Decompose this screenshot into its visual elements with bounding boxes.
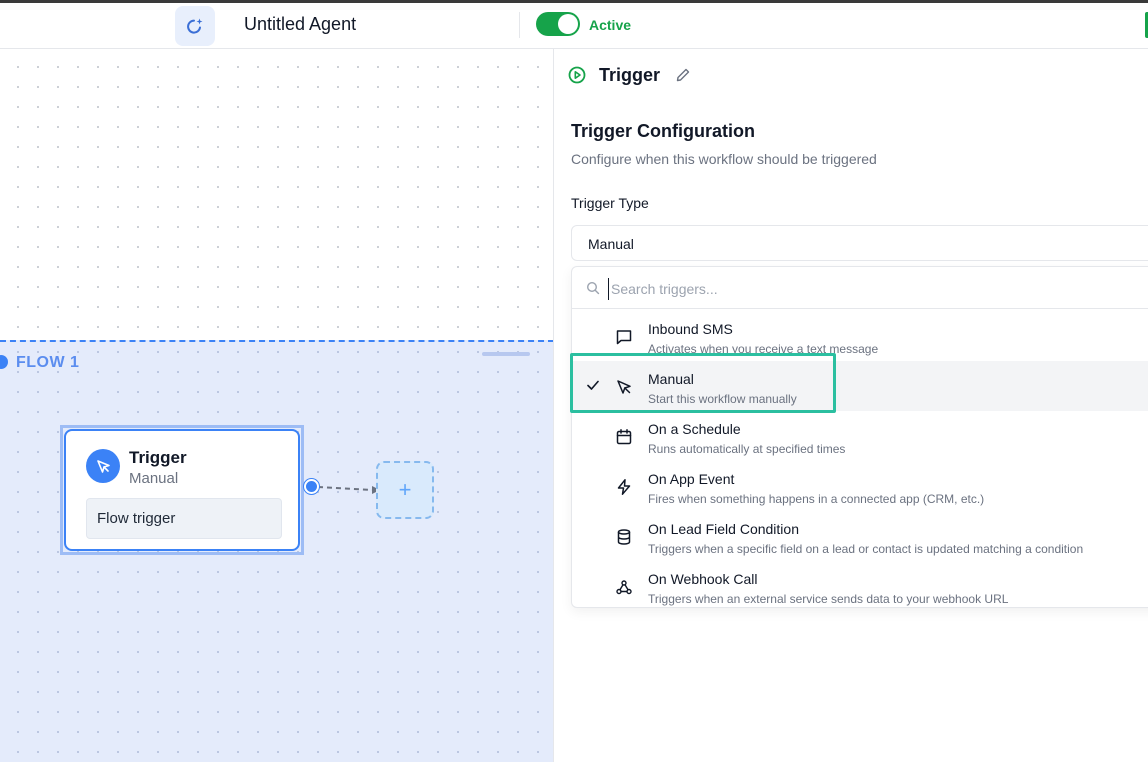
- pencil-icon[interactable]: [675, 67, 691, 83]
- node-subtitle: Manual: [129, 470, 179, 487]
- agent-title[interactable]: Untitled Agent: [244, 14, 357, 34]
- option-manual[interactable]: Manual Start this workflow manually: [572, 361, 1148, 411]
- trigger-node[interactable]: Trigger Manual Flow trigger: [64, 429, 300, 551]
- flow-drag-handle[interactable]: [482, 352, 530, 356]
- database-icon: [617, 529, 631, 545]
- option-label: On App Event: [648, 471, 735, 487]
- edge-button-edge[interactable]: [1145, 12, 1148, 38]
- option-desc: Activates when you receive a text messag…: [648, 342, 879, 356]
- option-desc: Runs automatically at specified times: [648, 442, 846, 456]
- option-on-lead-field-condition[interactable]: On Lead Field Condition Triggers when a …: [572, 511, 1148, 561]
- output-port[interactable]: [304, 479, 319, 494]
- option-label: Inbound SMS: [648, 321, 733, 337]
- option-on-a-schedule[interactable]: On a Schedule Runs automatically at spec…: [572, 411, 1148, 461]
- node-title: Trigger: [129, 448, 187, 467]
- option-desc: Start this workflow manually: [648, 392, 797, 406]
- config-title: Trigger Configuration: [571, 121, 755, 141]
- trigger-type-select[interactable]: Manual: [571, 225, 1148, 261]
- flow-label: FLOW 1: [16, 354, 80, 371]
- option-desc: Fires when something happens in a connec…: [648, 492, 985, 506]
- config-panel: Trigger Trigger Configuration Configure …: [555, 49, 1148, 762]
- cursor-click-icon: [86, 449, 120, 483]
- flow-dot-icon: [0, 355, 8, 369]
- toggle-knob: [558, 14, 578, 34]
- node-chip: Flow trigger: [86, 498, 282, 539]
- play-circle-icon: [568, 66, 586, 84]
- search-icon: [586, 281, 600, 295]
- active-toggle[interactable]: [536, 12, 580, 36]
- calendar-icon: [616, 429, 632, 445]
- option-label: Manual: [648, 371, 694, 387]
- divider: [519, 12, 520, 38]
- refresh-sparkle-icon: [187, 18, 203, 34]
- webhook-icon: [616, 580, 632, 595]
- panel-title: Trigger: [599, 65, 661, 85]
- trigger-node-selection: Trigger Manual Flow trigger: [60, 425, 304, 555]
- trigger-dropdown: Inbound SMS Activates when you receive a…: [570, 266, 1148, 611]
- top-bar: Untitled Agent Active: [0, 0, 1148, 49]
- config-subtitle: Configure when this workflow should be t…: [571, 151, 877, 167]
- search-row: [572, 267, 1148, 309]
- option-label: On Webhook Call: [648, 571, 758, 587]
- option-inbound-sms[interactable]: Inbound SMS Activates when you receive a…: [572, 311, 1148, 361]
- option-desc: Triggers when a specific field on a lead…: [648, 542, 1084, 556]
- option-label: On a Schedule: [648, 421, 741, 437]
- agent-ai-icon[interactable]: [175, 6, 215, 46]
- trigger-type-label: Trigger Type: [571, 195, 649, 211]
- option-on-app-event[interactable]: On App Event Fires when something happen…: [572, 461, 1148, 511]
- cursor-click-icon: [617, 380, 631, 394]
- status-label: Active: [589, 17, 632, 33]
- check-icon: [587, 380, 599, 390]
- option-on-webhook-call[interactable]: On Webhook Call Triggers when an externa…: [572, 561, 1148, 611]
- connector-line: [317, 486, 380, 494]
- lightning-icon: [617, 479, 631, 495]
- add-node-button[interactable]: +: [376, 461, 434, 519]
- option-desc: Triggers when an external service sends …: [648, 592, 1009, 606]
- workflow-canvas[interactable]: FLOW 1 Trigger Manual Flow trigger +: [0, 49, 554, 762]
- chat-bubble-icon: [616, 330, 632, 345]
- search-input[interactable]: [608, 278, 1108, 300]
- plus-icon: +: [398, 477, 412, 502]
- flow-group[interactable]: FLOW 1 Trigger Manual Flow trigger: [0, 340, 553, 762]
- option-label: On Lead Field Condition: [648, 521, 799, 537]
